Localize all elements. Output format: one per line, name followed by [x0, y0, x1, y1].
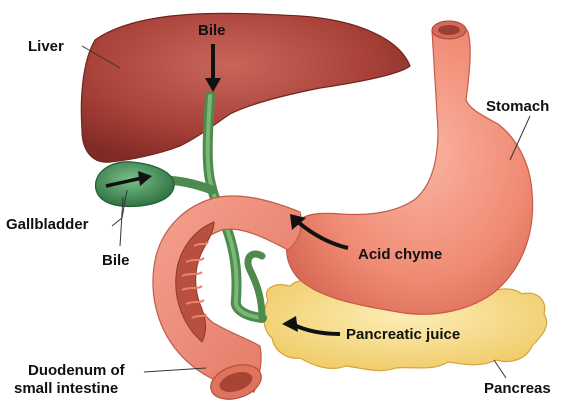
label-pancreatic-juice: Pancreatic juice: [346, 326, 460, 343]
label-bile-top: Bile: [198, 22, 226, 39]
label-duodenum-line2: small intestine: [14, 380, 118, 397]
label-duodenum-line1: Duodenum of: [28, 362, 125, 379]
pancreatic-duct: [248, 254, 262, 318]
label-acid-chyme: Acid chyme: [358, 246, 442, 263]
label-bile-bottom: Bile: [102, 252, 130, 269]
liver-shape: [81, 13, 410, 162]
label-gallbladder: Gallbladder: [6, 216, 89, 233]
label-pancreas: Pancreas: [484, 380, 551, 397]
label-stomach: Stomach: [486, 98, 549, 115]
label-liver: Liver: [28, 38, 64, 55]
